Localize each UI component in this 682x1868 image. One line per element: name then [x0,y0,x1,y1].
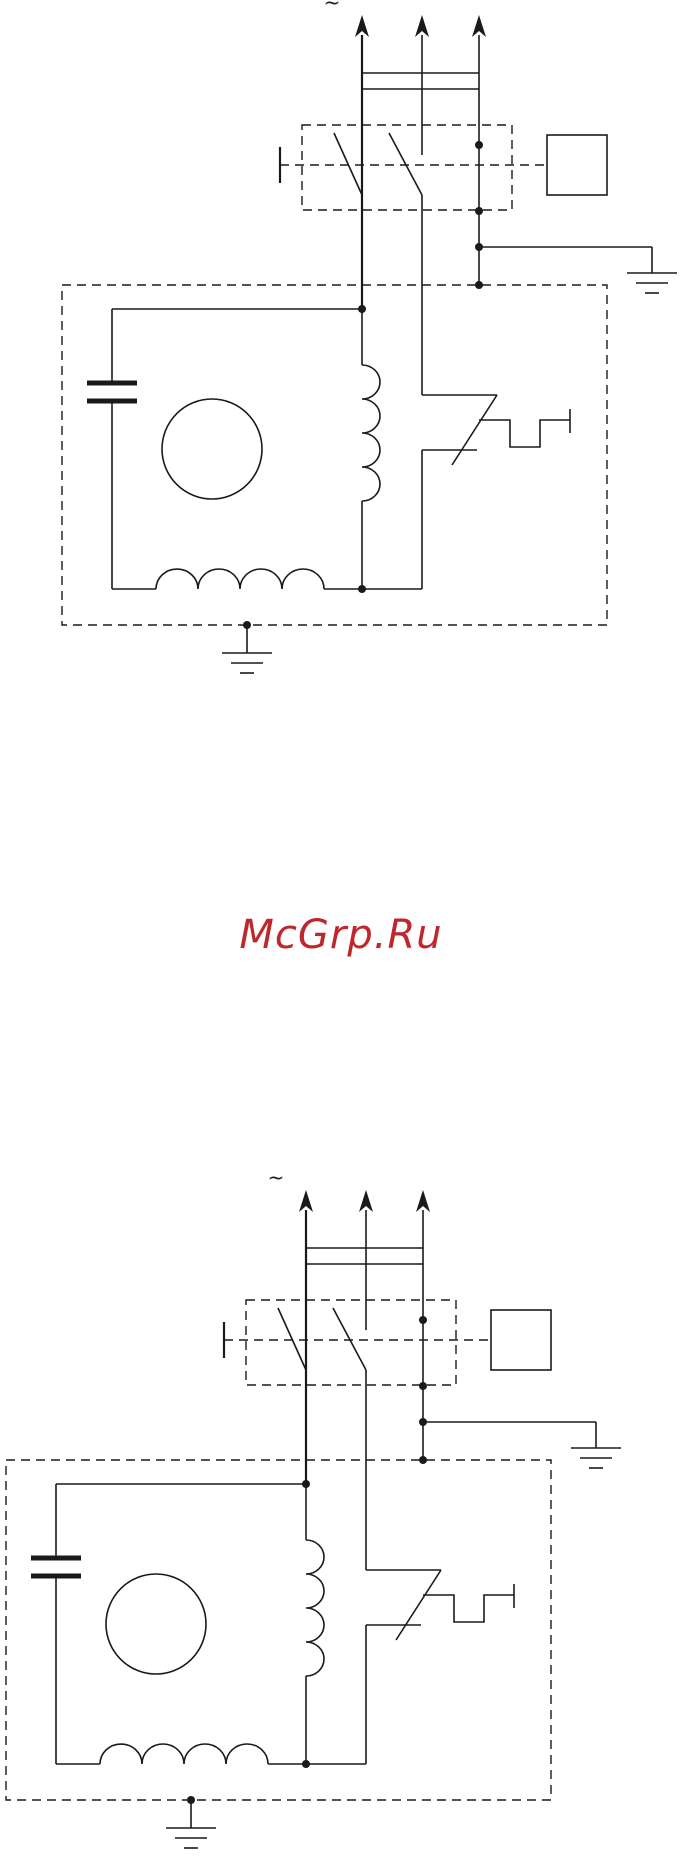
watermark: McGrp.Ru [239,912,442,958]
top-supply-symbol: ~ [324,0,341,14]
top-wiring-diagram: ~ [62,0,677,673]
bottom-supply-symbol: ~ [268,1165,285,1189]
bottom-wiring-diagram: ~ [6,1165,621,1848]
